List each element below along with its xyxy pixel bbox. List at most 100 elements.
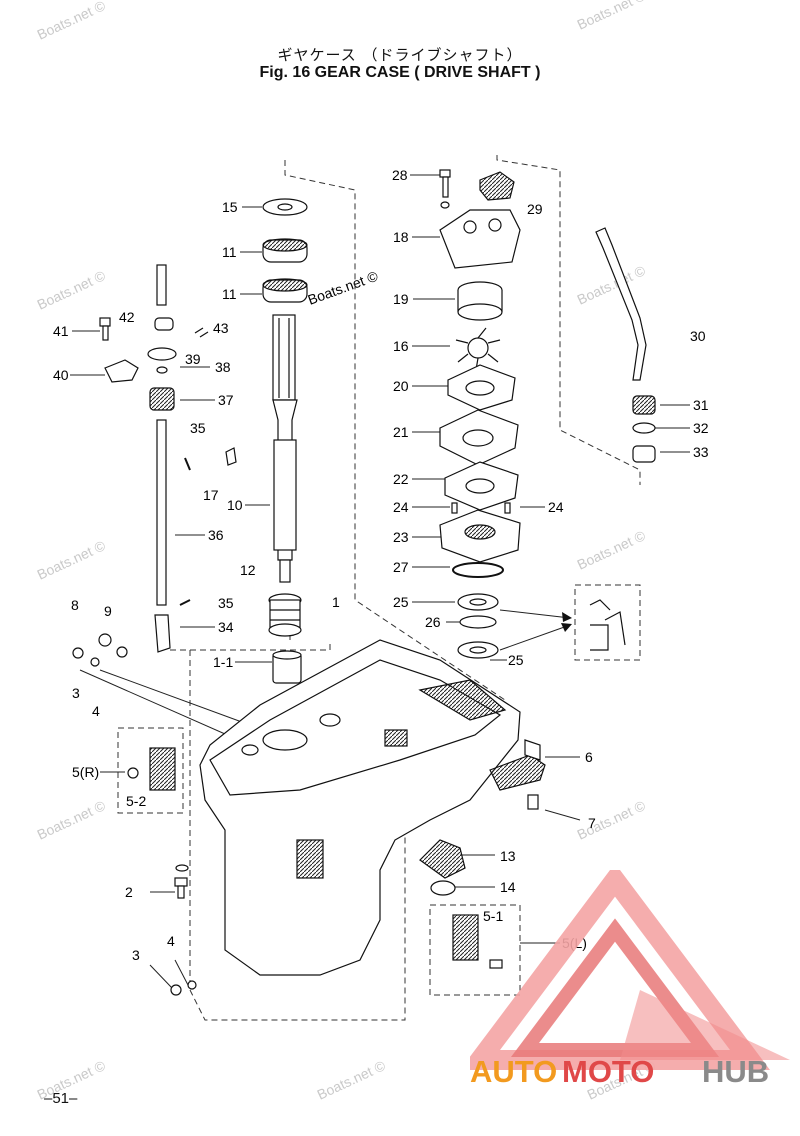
callout-37: 37 [218,392,234,408]
anode-6 [489,754,546,791]
drive-shaft-tip [279,559,291,583]
callout-38: 38 [215,359,231,375]
callout-35-lower: 35 [218,595,234,611]
bolt-28-head [439,169,451,178]
callout-29: 29 [527,201,543,217]
pin-24-left [451,502,458,514]
watermark-1: Boats.net © [35,0,109,43]
ring-39 [147,347,177,361]
watermark-3: Boats.net © [35,267,109,313]
key-17 [225,447,237,466]
callout-1: 1 [332,594,340,610]
water-strainer-5l [452,914,479,961]
parts [72,169,656,996]
watermark-7: Boats.net © [35,797,109,843]
seal-33 [632,445,656,463]
callout-22: 22 [393,471,409,487]
callout-20: 20 [393,378,409,394]
callout-8: 8 [71,597,79,613]
drive-shaft-spline [272,314,296,401]
callout-33: 33 [693,444,709,460]
callout-30: 30 [690,328,706,344]
bolt-7 [527,794,539,810]
logo-text-hub: HUB [702,1054,769,1089]
callout-25-lower: 25 [508,652,524,668]
callout-40: 40 [53,367,69,383]
automotohub-logo: AUTO MOTO HUB [470,870,790,1089]
oring-38 [156,366,168,374]
seal-install-diagram [589,599,626,651]
callout-36: 36 [208,527,224,543]
callout-11-lower: 11 [222,286,237,302]
washer-4-upper [90,657,100,667]
watermark-2: Boats.net © [575,0,649,33]
callout-9: 9 [104,603,112,619]
callout-32: 32 [693,420,709,436]
callout-39: 39 [185,351,201,367]
screw-3-upper [72,647,84,659]
grommet-31 [632,395,656,415]
washer-28 [440,201,450,209]
bearing-11-upper-face [262,238,308,252]
pin-24-right [504,502,511,514]
callout-35-upper: 35 [190,420,206,436]
callout-3-upper: 3 [72,685,80,701]
callout-16: 16 [393,338,409,354]
oring-27 [452,562,504,578]
callout-5-right: 5(R) [72,764,99,780]
callout-26: 26 [425,614,441,630]
callout-28: 28 [392,167,408,183]
bolt-2 [174,877,188,887]
callout-6: 6 [585,749,593,765]
bearing-11-lower-face [262,278,308,292]
callout-18: 18 [393,229,409,245]
watermark-inline: Boats.net © [306,267,381,307]
callout-13: 13 [500,848,516,864]
bushing-37 [149,387,175,411]
connector-42 [154,317,174,331]
pin-35-upper [184,457,191,471]
callout-5-2: 5-2 [126,793,146,809]
callout-14: 14 [500,879,516,895]
ring-32 [632,422,656,434]
callout-15: 15 [222,199,238,215]
callout-24-left: 24 [393,499,409,515]
callout-24-right: 24 [548,499,564,515]
water-tube-30 [595,227,647,381]
washer-4-lower [187,980,197,990]
callout-25-upper: 25 [393,594,409,610]
callout-43: 43 [213,320,229,336]
impeller-16 [455,327,501,371]
guide-lines [117,155,641,1021]
nut-8 [98,633,112,647]
logo-text-moto: MOTO [562,1054,654,1089]
callout-3-lower: 3 [132,947,140,963]
arrowheads [561,612,572,632]
pinion-gear-13 [419,839,466,879]
shift-rod-upper [156,264,167,306]
plate-40 [104,359,139,383]
callout-4-upper: 4 [92,703,100,719]
callout-12: 12 [240,562,256,578]
water-strainer-5r [149,747,176,791]
callout-labels: 15 11 11 28 29 18 19 16 20 21 22 24 24 2… [53,167,709,963]
washer-26 [459,615,497,629]
callout-31: 31 [693,397,709,413]
pin-43 [194,327,209,338]
grommet-29 [479,171,515,201]
title-japanese: ギヤケース （ドライブシャフト） [277,46,523,64]
pump-housing-18 [439,209,521,269]
page-number: –51– [44,1090,78,1107]
callout-4-lower: 4 [167,933,175,949]
drive-shaft-body [273,439,297,551]
watermark-6: Boats.net © [575,527,649,573]
callout-42: 42 [119,309,135,325]
watermark-10: Boats.net © [315,1057,389,1103]
callout-19: 19 [393,291,409,307]
washer-9 [116,646,128,658]
callout-34: 34 [218,619,234,635]
pin-35-lower [179,599,191,606]
callout-23: 23 [393,529,409,545]
figure-title: Fig. 16 GEAR CASE ( DRIVE SHAFT ) [259,64,541,81]
